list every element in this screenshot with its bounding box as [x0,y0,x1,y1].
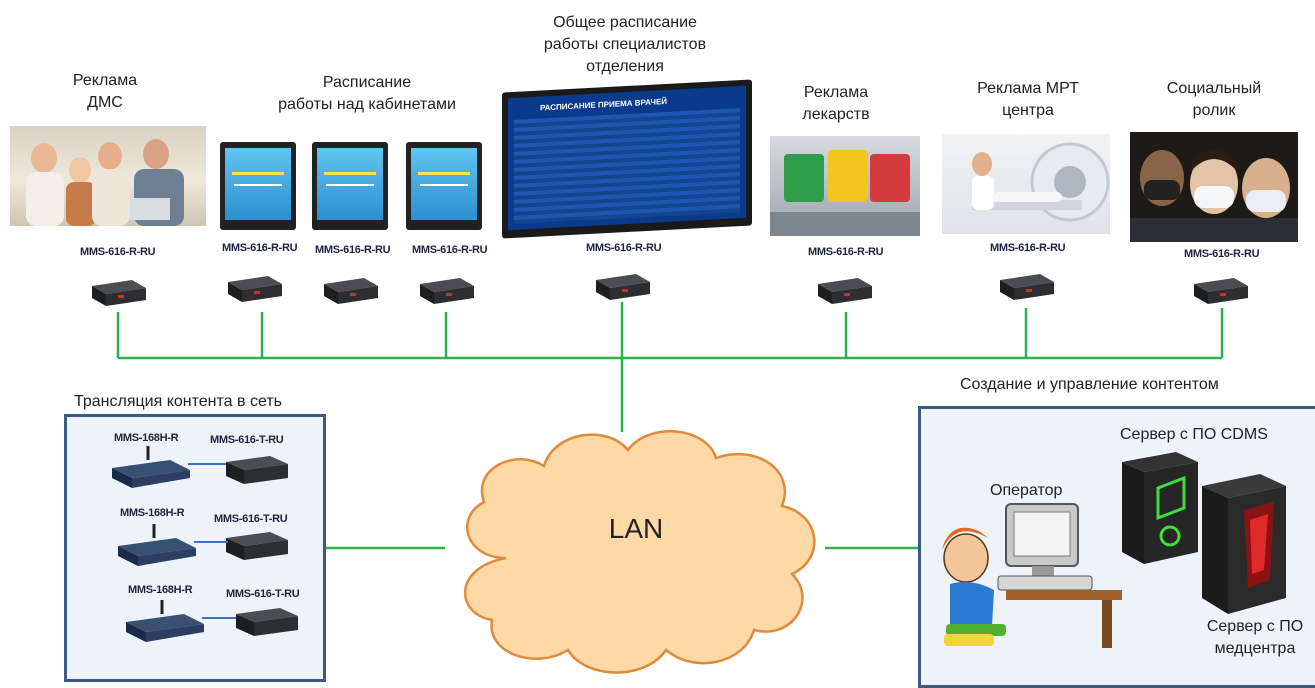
encoder-device-1 [112,446,190,488]
pc-tower-icon [1202,474,1286,614]
drugs-label: Реклама лекарств [802,84,870,123]
encoder-link-3 [202,617,236,619]
dms-family-photo [10,126,206,226]
broadcast-title: Трансляция контента в сеть [74,393,282,410]
operator-at-computer-icon [942,503,1122,648]
operator-label: Оператор [990,482,1063,499]
drugs-ad-image [770,136,920,236]
cabinets-label: Расписание работы над кабинетами [278,74,456,113]
media-player-icon [324,278,378,304]
transmitter-device-1 [226,456,288,484]
encoder-device-3 [126,600,204,642]
mri-ad-image [942,134,1110,234]
schedule-label: Общее расписание работы специалистов отд… [543,14,707,75]
dms-player-model: MMS-616-R-RU [80,246,156,258]
cabinet-2-player-model: MMS-616-R-RU [315,244,391,256]
cdms-server-label: Сервер с ПО CDMS [1120,426,1268,443]
encoder-model-3: MMS-168H-R [128,584,193,596]
transmitter-model-2: MMS-616-T-RU [214,513,288,525]
schedule-screen-title: РАСПИСАНИЕ ПРИЕМА ВРАЧЕЙ [540,96,668,113]
cabinet-screen-3 [406,142,482,230]
drugs-player-model: MMS-616-R-RU [808,246,884,258]
media-player-icon [596,274,650,300]
cabinet-3-player-model: MMS-616-R-RU [412,244,488,256]
encoder-model-2: MMS-168H-R [120,507,185,519]
dms-label: Реклама ДМС [72,72,138,111]
media-player-icon [1000,274,1054,300]
media-player-icon [1194,278,1248,304]
media-player-icon [228,276,282,302]
encoder-link-2 [194,541,228,543]
schedule-player-model: MMS-616-R-RU [586,242,662,254]
encoder-model-1: MMS-168H-R [114,432,179,444]
transmitter-device-2 [226,532,288,560]
masked-people-icon [1130,150,1298,242]
cabinet-screen-2 [312,142,388,230]
lan-label: LAN [608,513,664,544]
transmitter-model-3: MMS-616-T-RU [226,588,300,600]
pc-tower-icon [1122,452,1198,564]
mri-scene-icon [972,142,1110,222]
mri-player-model: MMS-616-R-RU [990,242,1066,254]
encoder-device-2 [118,524,196,566]
transmitter-device-3 [236,608,298,636]
management-title: Создание и управление контентом [960,376,1219,393]
social-label: Социальный ролик [1166,80,1262,119]
social-ad-image [1130,132,1298,242]
transmitter-model-1: MMS-616-T-RU [210,434,284,446]
mri-label: Реклама МРТ центра [977,80,1079,119]
cabinet-screen-1 [220,142,296,230]
family-icon [26,139,184,226]
social-player-model: MMS-616-R-RU [1184,248,1260,260]
encoder-link-1 [188,463,226,465]
cabinet-1-player-model: MMS-616-R-RU [222,242,298,254]
media-player-icon [818,278,872,304]
media-player-icon [420,278,474,304]
med-server-label: Сервер с ПО медцентра [1206,618,1304,657]
media-player-icon [92,280,146,306]
schedule-tv: РАСПИСАНИЕ ПРИЕМА ВРАЧЕЙ [502,79,752,239]
cloud-icon [464,430,816,674]
